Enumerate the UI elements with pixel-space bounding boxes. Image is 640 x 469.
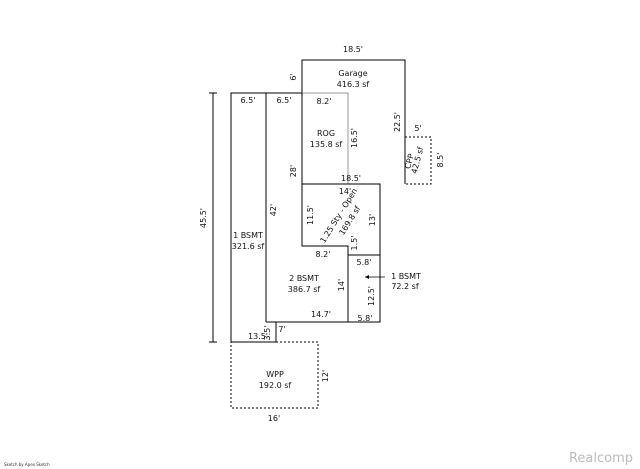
dim-bsmt2-right: 14' (337, 279, 346, 291)
dim-left-top: 6.5' (241, 96, 256, 105)
dim-bsmt-right-bottom: 5.8' (358, 314, 373, 323)
rog-area: 135.8 sf (310, 140, 343, 149)
dim-step-small: 1.5' (350, 236, 359, 251)
wpp-porch: WPP 192.0 sf 7' 3.5' 12' 16' (230, 325, 330, 423)
dim-rog-top: 8.2' (317, 97, 332, 106)
bsmt1-left-area: 321.6 sf (232, 242, 265, 251)
bsmt2-room: 2 BSMT 386.7 sf 6.5' 42' 14' 14.7' (269, 96, 346, 319)
bsmt1-left-label: 1 BSMT (233, 231, 263, 240)
dim-mid-top: 6.5' (277, 96, 292, 105)
bsmt1-right-room: 1 BSMT 72.2 sf 5.8' 12.5' 5.8' (357, 258, 421, 323)
rog-room: ROG 135.8 sf 8.2' 16.5' 28' 18.5' (289, 92, 361, 184)
dim-sky-left: 11.5' (306, 205, 315, 225)
dim-wpp-right: 12' (321, 370, 330, 382)
cpp-porch: CPP 42.5 sf 5' 8.5' (403, 124, 445, 185)
garage-label: Garage (338, 69, 367, 78)
dim-bsmt-right-height: 12.5' (367, 286, 376, 306)
dim-overall-height: 45.5' (199, 208, 208, 228)
bsmt1-right-label: 1 BSMT (391, 272, 421, 281)
garage-room: Garage 416.3 sf 18.5' 6' 22.5' (289, 45, 406, 184)
dim-cpp-right: 8.5' (436, 153, 445, 168)
dim-garage-right: 22.5' (393, 112, 402, 132)
garage-area: 416.3 sf (337, 80, 370, 89)
dim-wpp-bottom: 16' (268, 414, 280, 423)
rog-label: ROG (317, 129, 335, 138)
overall-height-dimension: 45.5' (199, 92, 217, 343)
dim-sky-right: 13' (368, 214, 377, 226)
sky-open-room: 1.25 Sty - Open 169.8 sf 14' 11.5' 13' 8… (306, 187, 377, 259)
dim-rog-right: 16.5' (350, 128, 359, 148)
dim-left-bottom: 13.5' (248, 332, 268, 341)
bsmt2-label: 2 BSMT (289, 274, 319, 283)
wpp-area: 192.0 sf (259, 381, 292, 390)
bsmt1-left-room: 1 BSMT 321.6 sf 6.5' 13.5' (232, 96, 268, 341)
sketch-credit: Sketch by Apex Sketch (4, 462, 50, 467)
dim-garage-top: 18.5' (343, 45, 363, 54)
dim-rog-left: 28' (289, 165, 298, 177)
bsmt1-right-area: 72.2 sf (391, 282, 419, 291)
dim-cpp-top: 5' (414, 124, 421, 133)
dim-wpp-top: 7' (278, 325, 285, 334)
cpp-area: 42.5 sf (410, 146, 426, 175)
dim-step-35: 3.5' (263, 326, 272, 341)
realcomp-watermark: Realcomp (569, 451, 633, 466)
dim-rog-bottom: 18.5' (341, 174, 361, 183)
wpp-label: WPP (266, 370, 284, 379)
dim-sky-bottom: 8.2' (316, 250, 331, 259)
bsmt2-area: 386.7 sf (288, 285, 321, 294)
dim-bsmt-right-top: 5.8' (357, 258, 372, 267)
cpp-label: CPP (403, 153, 416, 170)
dim-bsmt2-bottom: 14.7' (311, 310, 331, 319)
dim-sky-top: 14' (339, 187, 351, 196)
dim-mid-left: 42' (269, 204, 278, 216)
dim-garage-left-short: 6' (289, 73, 298, 80)
